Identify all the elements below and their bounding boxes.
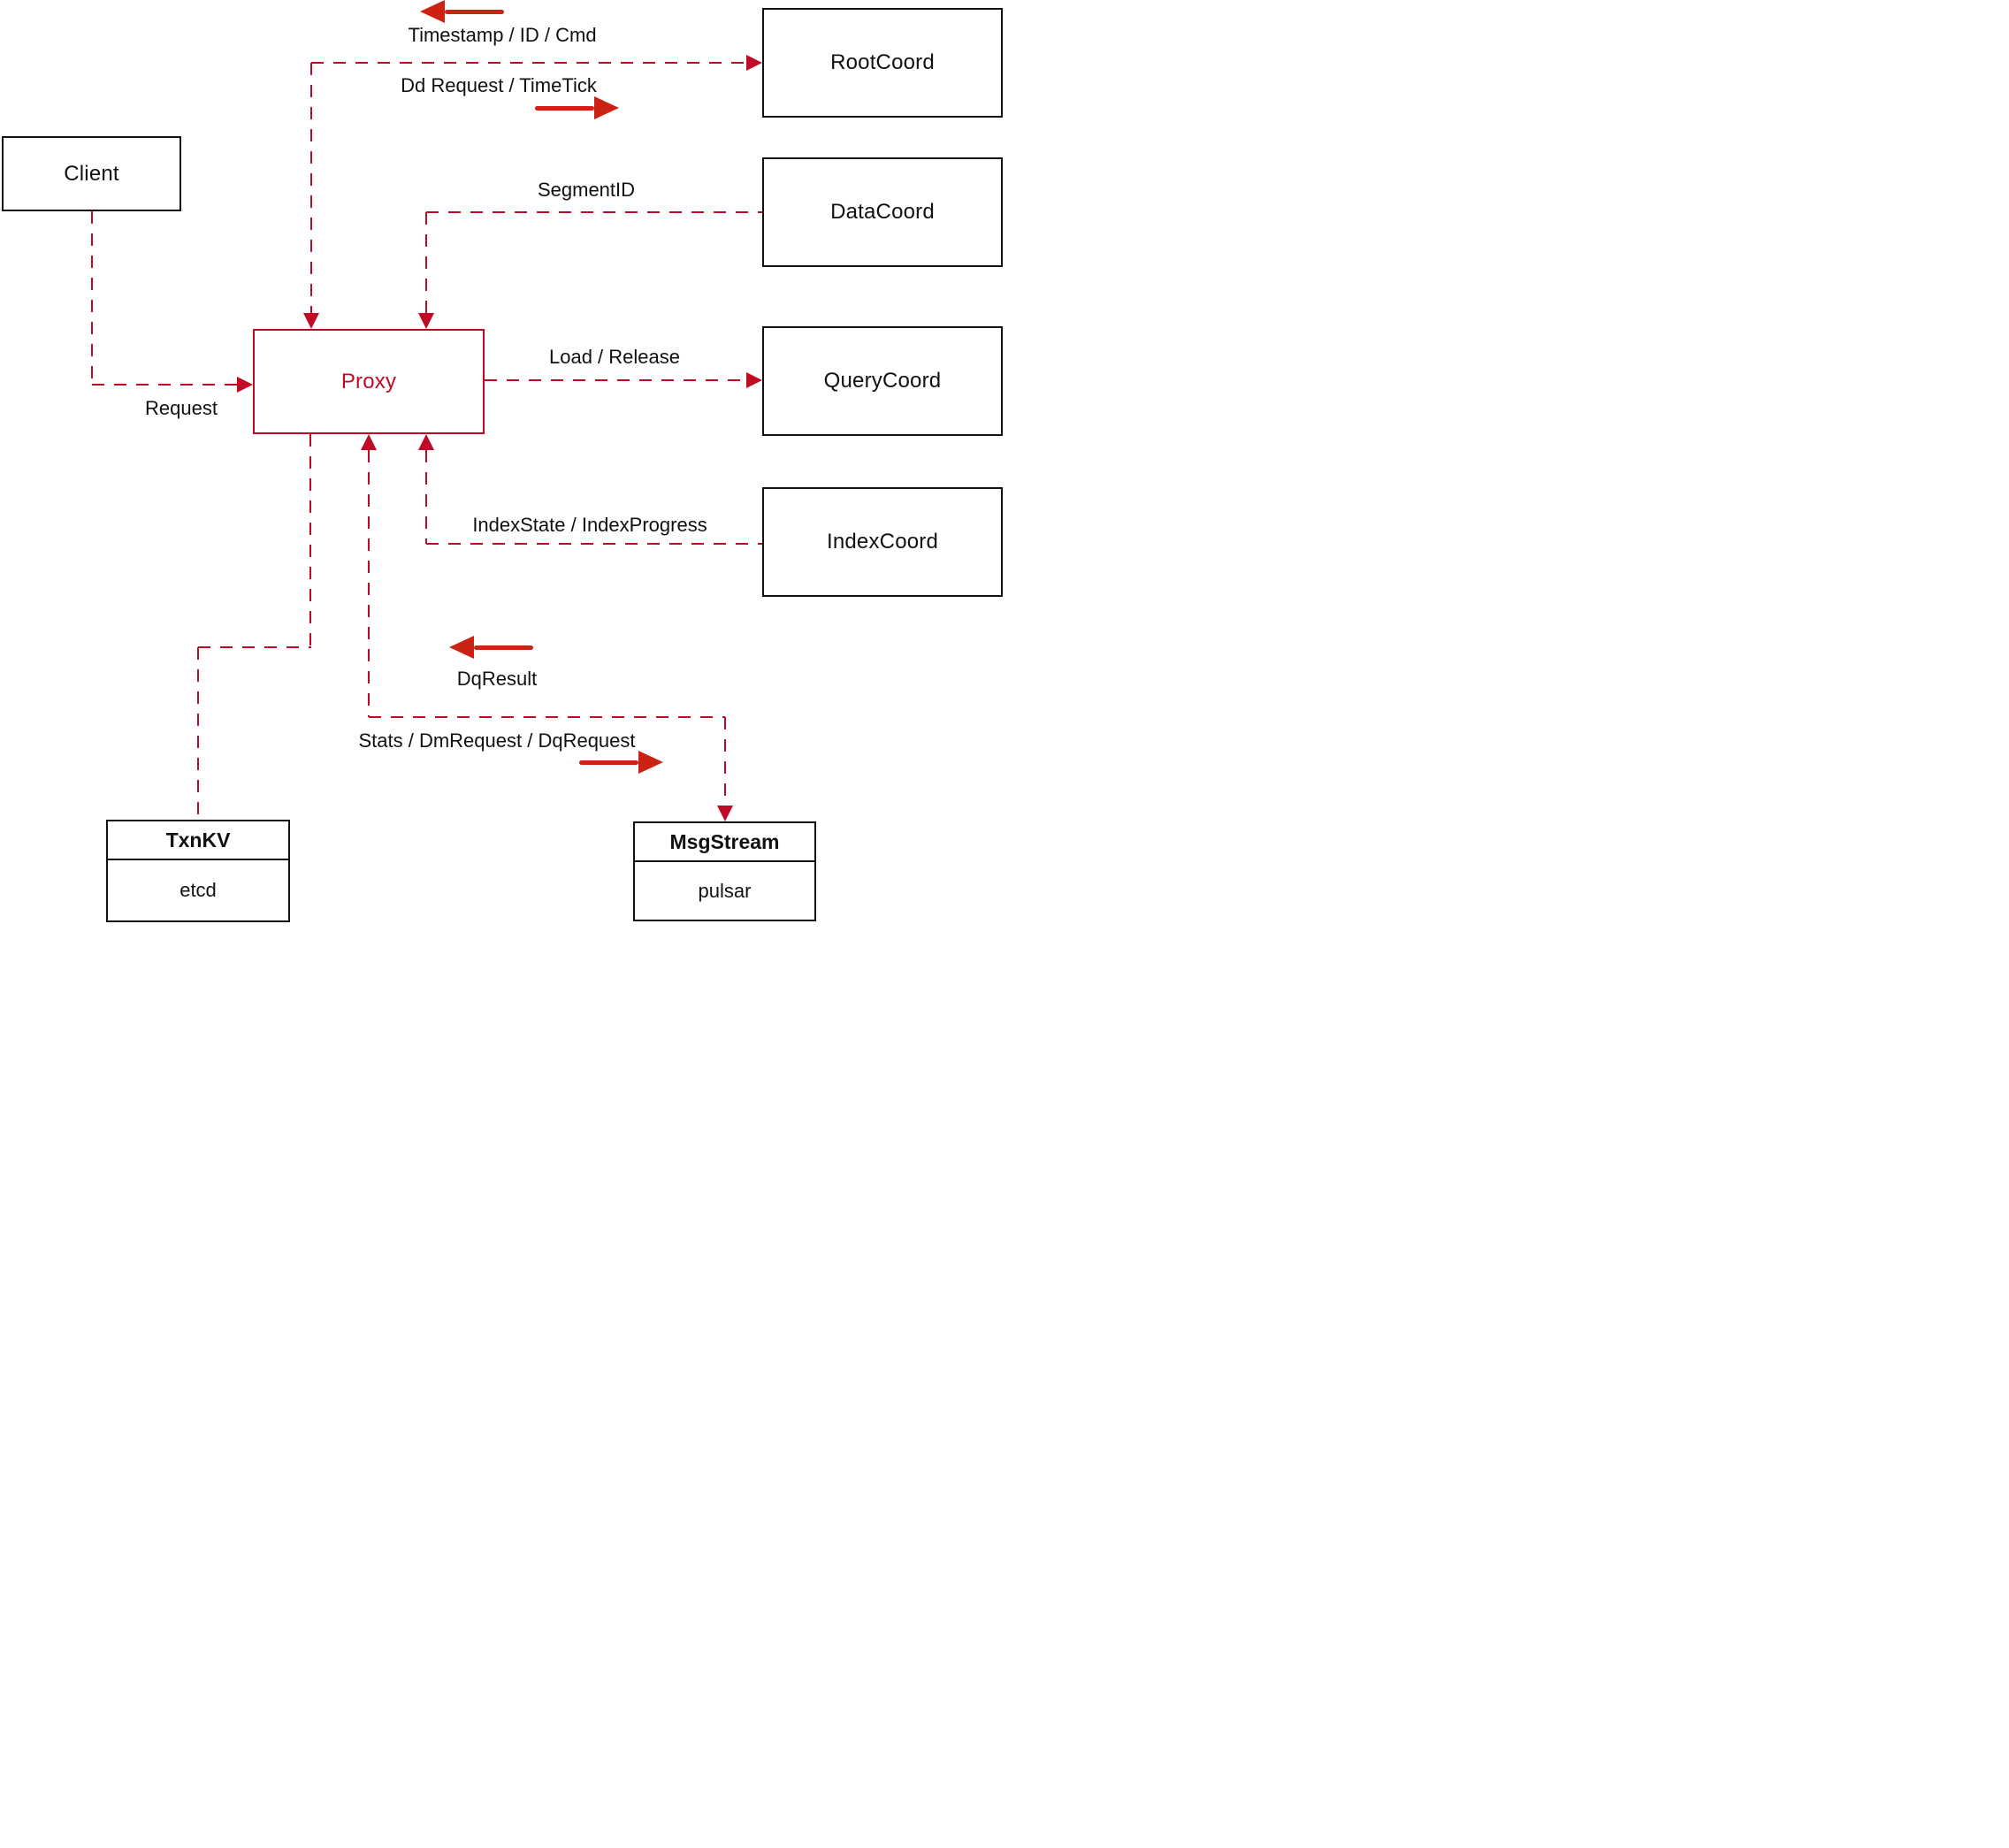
edge-datacoord-proxy-vertical [425,212,427,313]
edge-proxy-msgstream-vertical-lower [724,717,726,806]
edge-proxy-txnkv-horizontal [198,646,311,648]
arrowhead-into-proxy-left [237,377,253,393]
edge-label-dd-request-timetick: Dd Request / TimeTick [401,74,597,96]
node-datacoord-label: DataCoord [830,200,935,224]
edge-label-stats-dm-dq: Stats / DmRequest / DqRequest [358,729,636,752]
architecture-diagram: Client Proxy RootCoord DataCoord QueryCo… [0,0,1004,924]
node-client: Client [2,136,181,211]
node-rootcoord: RootCoord [762,8,1003,118]
direction-arrow-right-stats [579,751,663,774]
arrow-tip-right-icon [638,751,663,774]
arrow-shaft [474,645,533,650]
edge-proxy-msgstream-horizontal [369,716,725,718]
edge-label-index-state: IndexState / IndexProgress [472,514,707,536]
edge-label-segment-id: SegmentID [537,179,636,201]
node-datacoord: DataCoord [762,157,1003,267]
node-msgstream-title: MsgStream [635,823,814,862]
edge-indexcoord-proxy-vertical [425,450,427,544]
edge-label-dq-result: DqResult [456,668,538,690]
edge-datacoord-proxy-horizontal [426,211,762,213]
arrowhead-into-proxy-bottom-right [418,434,434,450]
node-proxy-label: Proxy [340,369,397,393]
arrowhead-into-rootcoord [746,55,762,71]
arrowhead-into-proxy-bottom-left [361,434,377,450]
edge-label-timestamp-id-cmd: Timestamp / ID / Cmd [408,24,597,46]
node-indexcoord-label: IndexCoord [826,530,939,554]
edge-proxy-txnkv-vertical-lower [197,647,199,820]
edge-label-load-release: Load / Release [549,346,680,368]
direction-arrow-left-dqresult [449,636,533,659]
edge-proxy-txnkv-vertical-upper [309,434,311,647]
arrowhead-into-proxy-top-left [303,313,319,329]
arrow-tip-left-icon [420,0,445,23]
node-client-label: Client [64,161,119,186]
edge-client-proxy-horizontal [92,384,237,386]
edge-proxy-rootcoord-vertical [310,63,312,313]
node-msgstream: MsgStream pulsar [633,821,816,921]
node-msgstream-body: pulsar [698,879,752,902]
edge-proxy-querycoord-horizontal [485,379,746,381]
node-txnkv: TxnKV etcd [106,820,290,922]
arrow-tip-left-icon [449,636,474,659]
arrow-tip-right-icon [594,96,619,119]
arrowhead-into-querycoord [746,372,762,388]
node-rootcoord-label: RootCoord [830,50,935,74]
edge-proxy-msgstream-vertical-upper [368,450,370,717]
node-querycoord-label: QueryCoord [823,369,942,393]
arrowhead-into-proxy-top-right [418,313,434,329]
edge-client-proxy-vertical [91,211,93,385]
node-txnkv-title: TxnKV [108,821,288,860]
edge-indexcoord-proxy-horizontal [426,543,762,545]
node-txnkv-body: etcd [180,879,217,901]
arrowhead-into-msgstream [717,806,733,821]
arrow-shaft [535,105,594,111]
arrow-shaft [445,9,504,14]
direction-arrow-right-ddrequest [535,96,619,119]
node-querycoord: QueryCoord [762,326,1003,436]
edge-proxy-rootcoord-horizontal [311,62,746,64]
edge-label-request: Request [145,397,218,419]
node-indexcoord: IndexCoord [762,487,1003,597]
arrow-shaft [579,760,638,765]
direction-arrow-left-timestamp [420,0,504,23]
node-proxy: Proxy [253,329,485,434]
